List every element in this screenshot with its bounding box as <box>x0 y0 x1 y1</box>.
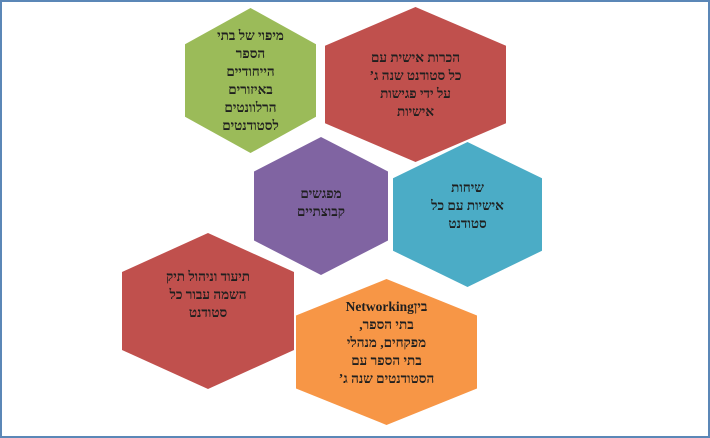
hexagon-label: מיפוי של בתי הספר הייחודיים באיזורים הרל… <box>217 27 284 133</box>
hexagon-school-mapping: מיפוי של בתי הספר הייחודיים באיזורים הרל… <box>185 8 316 153</box>
hexagon-label: שיחות אישיות עם כל סטודנט <box>431 179 504 231</box>
hexagon-networking: ביןNetworking בתי הספר, מפקחים, מנהלי בת… <box>296 279 477 425</box>
hexagon-label: תיעוד וניהול תיק השמה עבור כל סטודנט <box>165 269 251 321</box>
hexagon-label: ביןNetworking בתי הספר, מפקחים, מנהלי בת… <box>338 299 435 387</box>
hexagon-shape-orange <box>296 279 477 425</box>
hexagon-shape-purple <box>254 137 388 275</box>
hexagon-personal-talks: שיחות אישיות עם כל סטודנט <box>393 142 542 287</box>
hexagon-group-meetings: מפגשים קבוצתיים <box>254 137 388 275</box>
hexagon-placement-file: תיעוד וניהול תיק השמה עבור כל סטודנט <box>122 233 294 389</box>
hexagon-personal-acquaintance: הכרות אישית עם כל סטודנט שנה ג’ על ידי פ… <box>325 7 506 162</box>
hexagon-label: הכרות אישית עם כל סטודנט שנה ג’ על ידי פ… <box>369 49 462 119</box>
hexagon-label: מפגשים קבוצתיים <box>297 186 345 220</box>
